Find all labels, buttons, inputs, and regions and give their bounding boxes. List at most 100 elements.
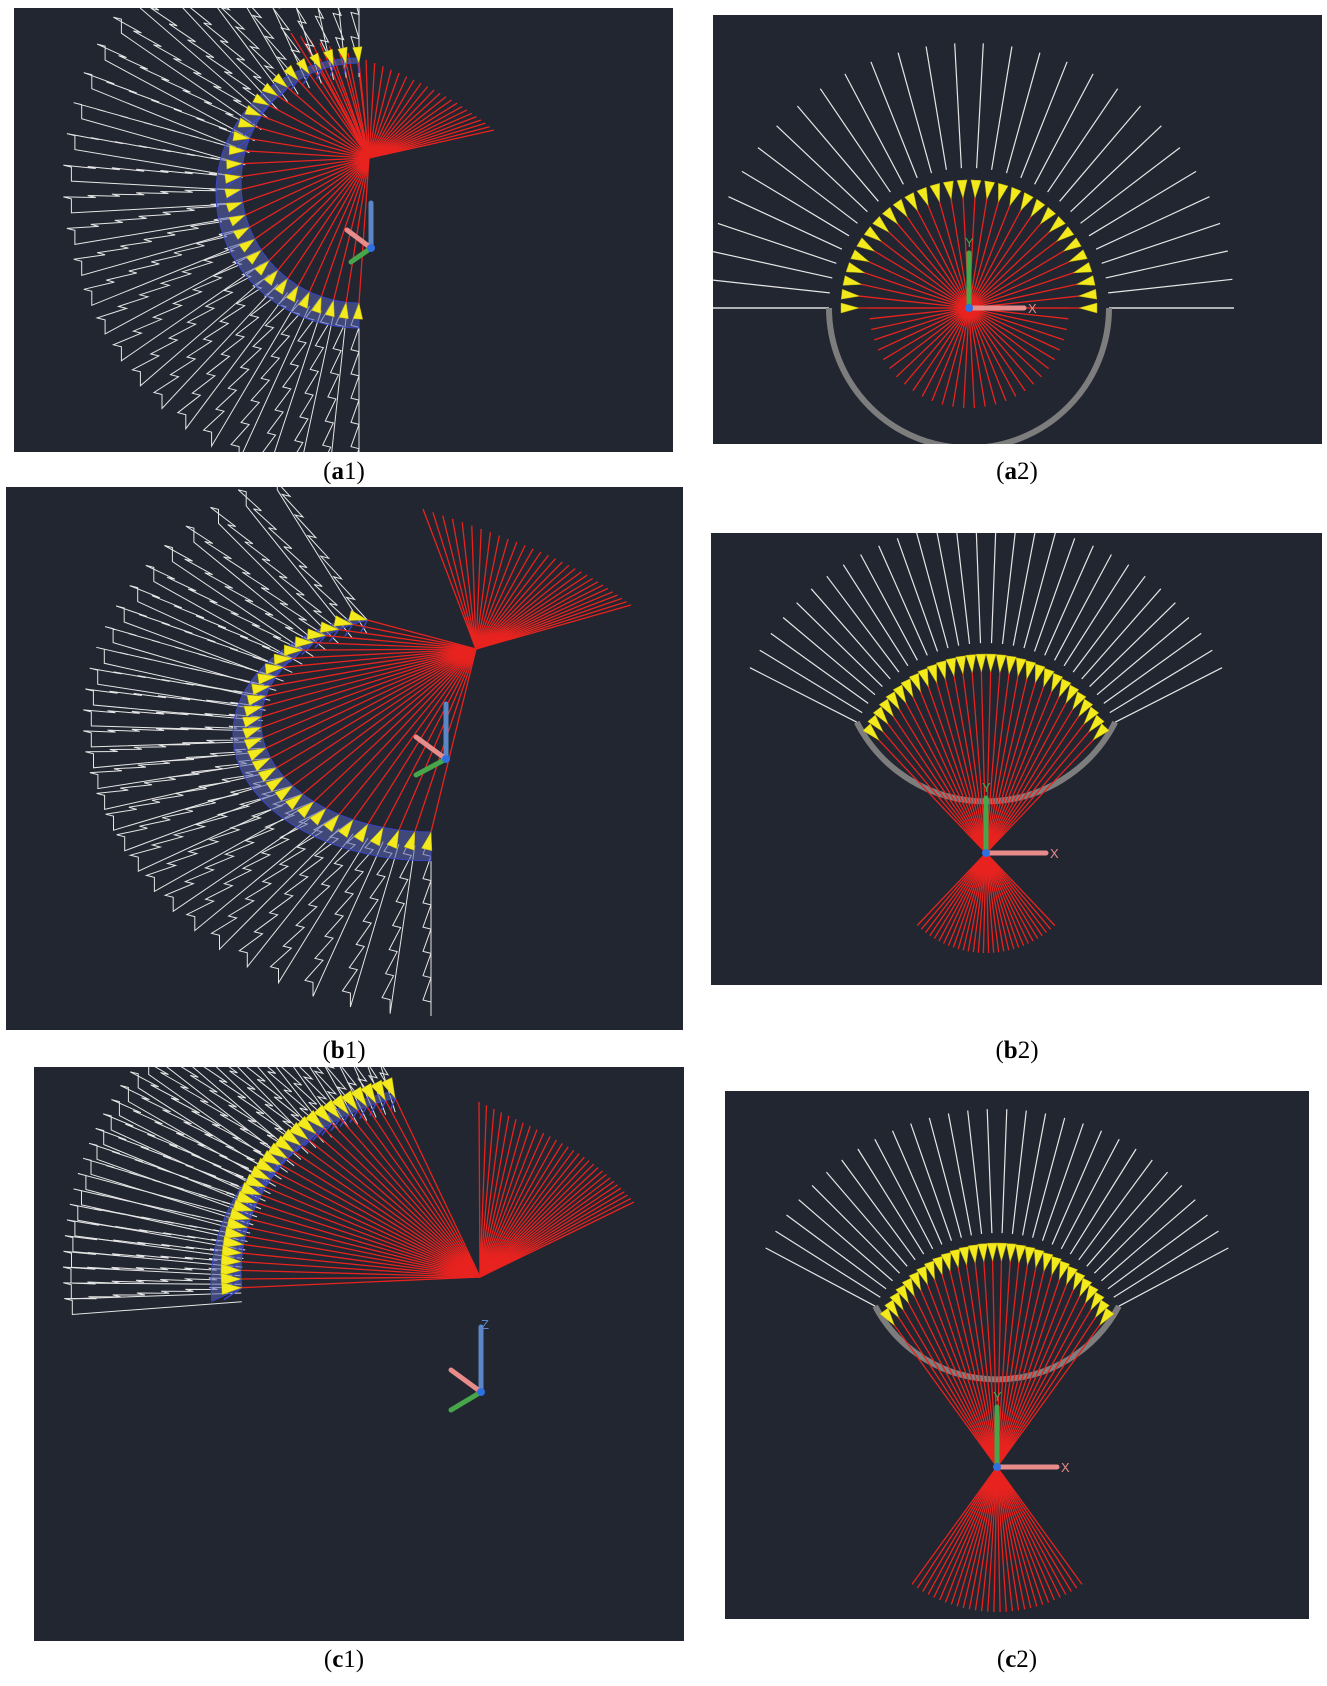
profile-line xyxy=(1001,533,1016,644)
profile-line xyxy=(1005,52,1041,174)
axis-label-x: X xyxy=(1061,1460,1070,1475)
ray-lower xyxy=(943,852,987,944)
ray-lower xyxy=(320,68,370,159)
staircase-profile xyxy=(85,737,263,769)
ray-upper xyxy=(921,669,987,854)
profile-line xyxy=(810,588,891,680)
emitter-cone xyxy=(288,1121,309,1141)
profile-line xyxy=(759,649,863,714)
profile-line xyxy=(796,105,879,202)
ray-upper xyxy=(368,129,495,159)
ucs-axis-triad xyxy=(413,701,450,778)
ray-upper xyxy=(950,658,987,854)
profile-line xyxy=(728,196,843,250)
wall-rib xyxy=(339,1113,350,1127)
ray-lower xyxy=(921,307,970,397)
axis-x xyxy=(413,734,449,762)
ray-lower xyxy=(889,307,970,370)
ray-upper xyxy=(475,584,604,650)
profile-line xyxy=(1032,1117,1066,1238)
emitter-cone xyxy=(889,1291,904,1311)
profile-line xyxy=(782,617,876,696)
ray-upper xyxy=(479,1170,603,1278)
ray-lower xyxy=(996,1466,1038,1607)
caption-b2-number: 2 xyxy=(1017,1037,1031,1064)
ray-lower xyxy=(283,648,477,668)
ray-lower xyxy=(962,852,987,951)
axis-label-z: Z xyxy=(481,1317,489,1332)
ray-upper xyxy=(985,656,1012,854)
ray-upper xyxy=(479,1187,622,1278)
wall-rib xyxy=(312,1127,325,1141)
axis-x xyxy=(344,227,374,251)
staircase-profile xyxy=(321,302,347,452)
ray-upper xyxy=(479,1167,599,1278)
ray-lower xyxy=(283,648,477,778)
ray-lower xyxy=(987,1466,998,1612)
caption-b1-number: 1 xyxy=(344,1037,358,1064)
ray-upper xyxy=(479,1125,531,1278)
profile-line xyxy=(857,1148,925,1255)
ray-upper xyxy=(451,518,477,650)
ray-lower xyxy=(352,623,477,650)
profile-line xyxy=(1086,1171,1169,1267)
caption-a2-number: 2 xyxy=(1017,458,1030,485)
profile-line xyxy=(1088,170,1197,237)
profile-line xyxy=(1118,1247,1229,1307)
emitter-cone xyxy=(1058,678,1072,699)
ray-upper xyxy=(368,86,429,159)
ray-upper xyxy=(479,1184,618,1278)
emitter-cone xyxy=(1048,215,1066,234)
ray-upper xyxy=(899,1286,998,1468)
staircase-profile xyxy=(238,819,354,969)
ray-upper xyxy=(479,1132,545,1278)
emitter-cone xyxy=(977,1243,989,1263)
ray-lower xyxy=(967,852,987,952)
viewport-b1 xyxy=(6,487,683,1030)
ucs-axis-triad xyxy=(344,200,375,265)
profile-line xyxy=(819,88,891,193)
profile-line xyxy=(1113,1230,1219,1298)
emitter-cone xyxy=(1088,714,1105,733)
ray-lower xyxy=(332,65,370,159)
emitter-cone xyxy=(242,716,263,728)
ray-upper xyxy=(996,1280,1088,1468)
emitter-cone xyxy=(263,269,279,287)
staircase-profile xyxy=(148,1067,288,1173)
emitter-cone xyxy=(942,180,954,201)
ray-lower xyxy=(993,1466,998,1613)
profile-line xyxy=(860,554,918,661)
white-radial-profiles xyxy=(765,1109,1229,1307)
axis-origin xyxy=(993,1463,1001,1471)
axis-y xyxy=(348,245,374,265)
caption-c2-letter: c xyxy=(1005,1646,1017,1673)
emitter-cone xyxy=(1035,663,1046,684)
emitter-cone xyxy=(350,1086,368,1108)
emitter-cone xyxy=(850,249,871,263)
staircase-profile xyxy=(104,626,277,691)
ucs-axis-triad: YX xyxy=(982,780,1059,861)
ray-upper xyxy=(475,558,556,650)
emitter-cone xyxy=(1090,1291,1105,1311)
emitter-cone xyxy=(260,1149,283,1166)
ray-lower xyxy=(996,1466,1026,1610)
ray-upper xyxy=(368,72,400,159)
ray-lower xyxy=(366,1106,481,1278)
profile-line xyxy=(891,1130,943,1245)
ray-upper xyxy=(996,1273,1081,1468)
staircase-profile xyxy=(64,1235,243,1268)
staircase-profile xyxy=(105,767,277,831)
ray-lower xyxy=(331,1122,481,1278)
emitter-cone xyxy=(296,1115,317,1135)
ray-lower xyxy=(985,852,1056,926)
ray-upper xyxy=(866,726,987,854)
ray-upper xyxy=(475,561,563,650)
ucs-axis-triad: YX xyxy=(965,235,1037,316)
ray-lower xyxy=(996,1466,1020,1611)
ray-lower xyxy=(985,852,1029,944)
ray-upper xyxy=(475,581,599,650)
profile-line xyxy=(1101,222,1221,264)
emitter-cone xyxy=(1062,237,1082,252)
staircase-profile xyxy=(82,1157,254,1226)
